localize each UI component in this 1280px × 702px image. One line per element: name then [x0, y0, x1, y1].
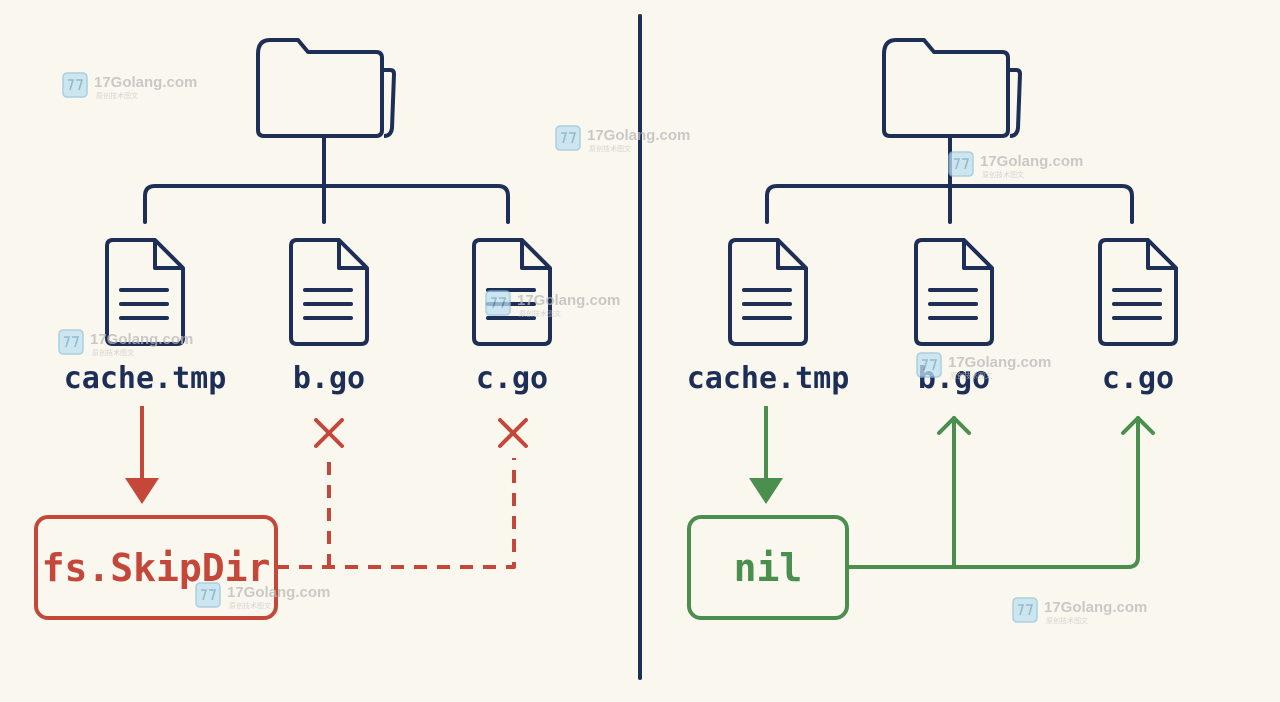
right-file-icon-b [914, 238, 994, 346]
watermark-tagline: 原创技术图文 [92, 348, 134, 357]
right-folder-icon [882, 38, 1022, 138]
watermark-3: 17Golang.com 原创技术图文 [948, 151, 1083, 179]
skipdir-result-box [34, 515, 278, 620]
watermark-site: 17Golang.com [948, 354, 1051, 371]
watermark-2: 17Golang.com 原创技术图文 [555, 125, 690, 153]
left-file-label-c: c.go [476, 361, 548, 396]
right-file-label-cache: cache.tmp [687, 361, 850, 396]
right-file-icon-c [1098, 238, 1178, 346]
right-file-icon-cache [728, 238, 808, 346]
watermark-tagline: 原创技术图文 [96, 91, 138, 100]
watermark-logo-icon [948, 151, 974, 177]
watermark-tagline: 原创技术图文 [589, 144, 631, 153]
watermark-logo-icon [916, 352, 942, 378]
watermark-logo-icon [555, 125, 581, 151]
watermark-site: 17Golang.com [587, 127, 690, 144]
left-file-icon-cache [105, 238, 185, 346]
watermark-7: 17Golang.com 原创技术图文 [195, 582, 330, 610]
watermark-logo-icon [62, 72, 88, 98]
watermark-site: 17Golang.com [227, 584, 330, 601]
watermark-site: 17Golang.com [980, 153, 1083, 170]
watermark-logo-icon [58, 329, 84, 355]
watermark-tagline: 原创技术图文 [1046, 616, 1088, 625]
pass-arrow-up-c [846, 416, 1155, 569]
watermark-tagline: 原创技术图文 [229, 601, 271, 610]
left-folder-icon [256, 38, 396, 138]
skip-cross-icon-c [498, 418, 528, 448]
left-tree-connectors [143, 136, 510, 224]
watermark-5: 17Golang.com 原创技术图文 [58, 329, 193, 357]
pass-arrow-up-b [937, 416, 971, 569]
left-file-label-b: b.go [293, 361, 365, 396]
watermark-logo-icon [485, 290, 511, 316]
skip-arrow-down [125, 406, 159, 504]
right-tree-connectors [765, 136, 1134, 224]
watermark-tagline: 原创技术图文 [950, 371, 992, 380]
watermark-logo-icon [195, 582, 221, 608]
pass-arrow-down [749, 406, 783, 504]
watermark-site: 17Golang.com [517, 292, 620, 309]
watermark-1: 17Golang.com 原创技术图文 [62, 72, 197, 100]
watermark-site: 17Golang.com [90, 331, 193, 348]
skip-cross-icon-b [314, 418, 344, 448]
left-panel: cache.tmp b.go c.go fs.SkipDir [34, 38, 552, 620]
nil-result-label: nil [734, 546, 803, 590]
nil-result-box [687, 515, 849, 620]
watermark-tagline: 原创技术图文 [982, 170, 1024, 179]
skipdir-result-label: fs.SkipDir [42, 546, 271, 590]
watermark-8: 17Golang.com 原创技术图文 [1012, 597, 1147, 625]
left-file-icon-b [289, 238, 369, 346]
right-file-label-c: c.go [1102, 361, 1174, 396]
watermark-site: 17Golang.com [1044, 599, 1147, 616]
watermark-6: 17Golang.com 原创技术图文 [916, 352, 1051, 380]
skip-dashed-connector [276, 458, 516, 569]
watermark-logo-icon [1012, 597, 1038, 623]
left-file-label-cache: cache.tmp [64, 361, 227, 396]
right-panel: cache.tmp b.go c.go nil [687, 38, 1178, 620]
watermark-tagline: 原创技术图文 [519, 309, 561, 318]
watermark-4: 17Golang.com 原创技术图文 [485, 290, 620, 318]
watermark-site: 17Golang.com [94, 74, 197, 91]
